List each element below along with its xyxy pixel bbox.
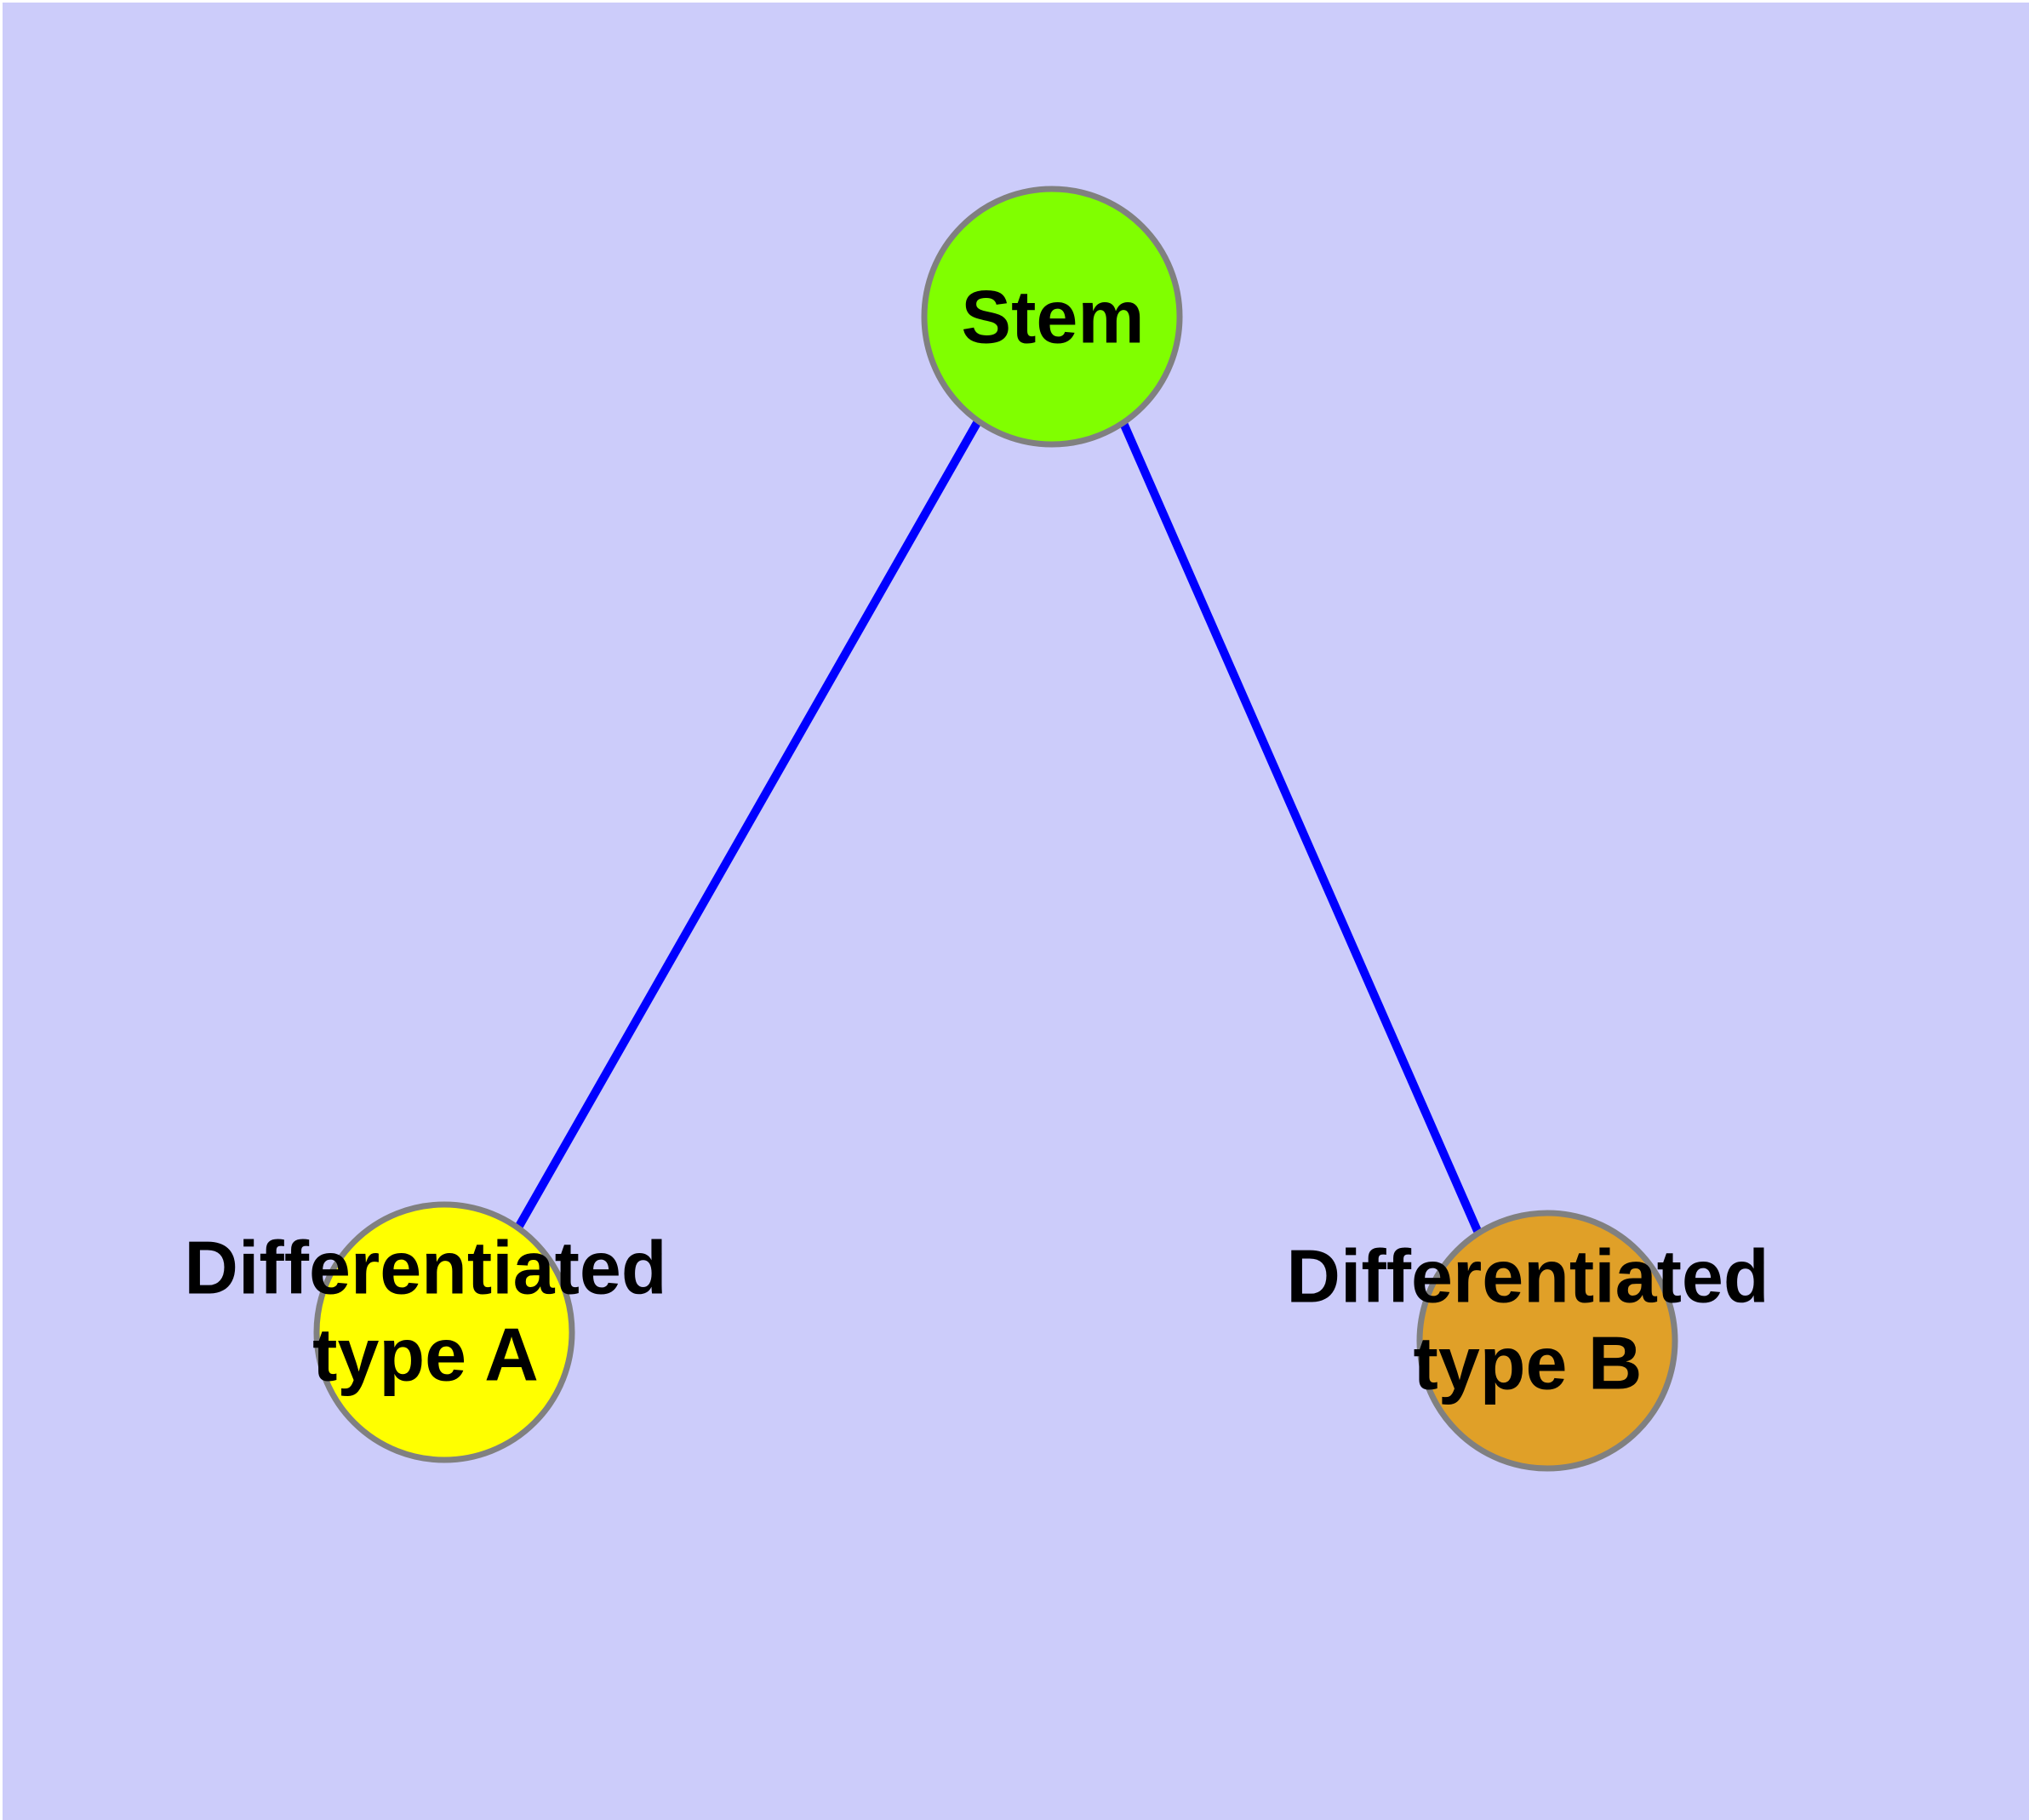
node-circle-diff-a[interactable] (313, 1201, 575, 1463)
node-label-line: type A (312, 1312, 539, 1396)
graph-node-stem[interactable] (921, 186, 1183, 448)
graph-edge-stem-to-diff-b[interactable] (1119, 421, 1482, 1233)
node-circle-stem[interactable] (921, 186, 1183, 448)
node-label-line: Differentiated (1286, 1233, 1769, 1318)
edges-layer (514, 419, 1482, 1233)
node-circle-diff-b[interactable] (1416, 1210, 1678, 1472)
node-label-line: Stem (961, 274, 1144, 358)
node-label-stem: Stem (961, 274, 1144, 358)
node-label-line: Differentiated (184, 1225, 666, 1309)
graph-node-diff-a[interactable] (313, 1201, 575, 1463)
node-label-line: type B (1414, 1320, 1643, 1405)
graph-node-diff-b[interactable] (1416, 1210, 1678, 1472)
graph-edge-stem-to-diff-a[interactable] (514, 419, 982, 1230)
